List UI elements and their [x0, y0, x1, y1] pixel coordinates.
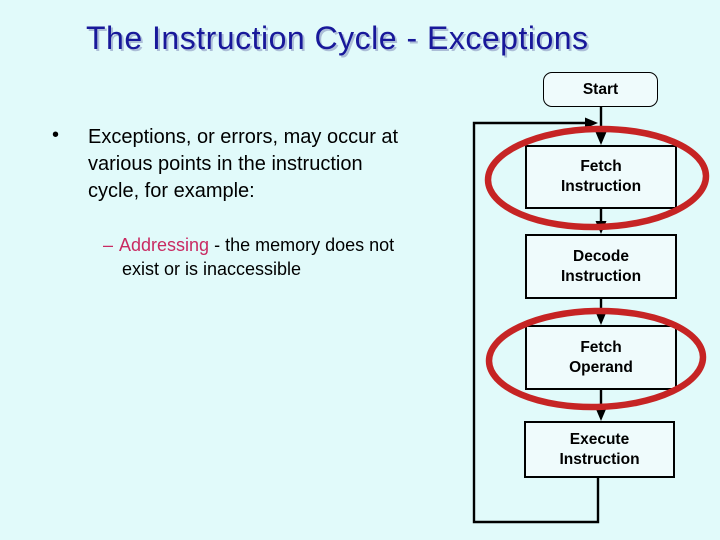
flow-node-label-line2: Operand [569, 358, 633, 376]
sub-bullet-line-1: –Addressing - the memory does not [103, 233, 394, 257]
flow-node-start-label: Start [582, 80, 619, 98]
flow-node-start: Start [543, 72, 658, 107]
flow-node-label-line2: Instruction [559, 450, 640, 468]
bullet-line-1: Exceptions, or errors, may occur at [88, 126, 399, 148]
flow-node-label-line2: Instruction [560, 267, 642, 285]
flow-node-label-line1: Decode [573, 247, 629, 265]
arrowhead-into-execute-instruction [595, 408, 607, 421]
bullet-text: Exceptions, or errors, may occur at vari… [88, 124, 398, 205]
flow-node-label-line1: Fetch [580, 338, 622, 356]
arrowhead-into-decode-instruction [595, 221, 607, 234]
sub-bullet-rest: - the memory does not [209, 235, 395, 255]
sub-bullet-dash: – [103, 235, 114, 255]
flow-node-label-line1: Fetch [580, 158, 622, 175]
flow-node-decode-instruction: Decode Instruction [525, 234, 677, 299]
sub-bullet-line-2: exist or is inaccessible [122, 259, 302, 279]
page-title: The Instruction Cycle - Exceptions [86, 20, 589, 56]
flow-node-label-line2: Instruction [560, 178, 642, 195]
sub-bullet-text: –Addressing - the memory does not exist … [103, 233, 394, 281]
bullet-line-2: various points in the instruction [88, 153, 363, 175]
flow-node-fetch-instruction: Fetch Instruction [525, 145, 677, 209]
arrowhead-into-fetch-operand [595, 312, 607, 325]
bullet-line-3: cycle, for example: [88, 180, 255, 202]
keyword-highlight: Addressing [119, 235, 210, 255]
flow-node-fetch-operand: Fetch Operand [525, 325, 677, 390]
bullet-marker: • [52, 124, 60, 146]
arrowhead-feedback-loop [585, 117, 598, 129]
flow-node-label-line1: Execute [569, 430, 630, 448]
flow-node-execute-instruction: Execute Instruction [524, 421, 675, 478]
arrowhead-into-fetch-instruction [595, 132, 607, 145]
